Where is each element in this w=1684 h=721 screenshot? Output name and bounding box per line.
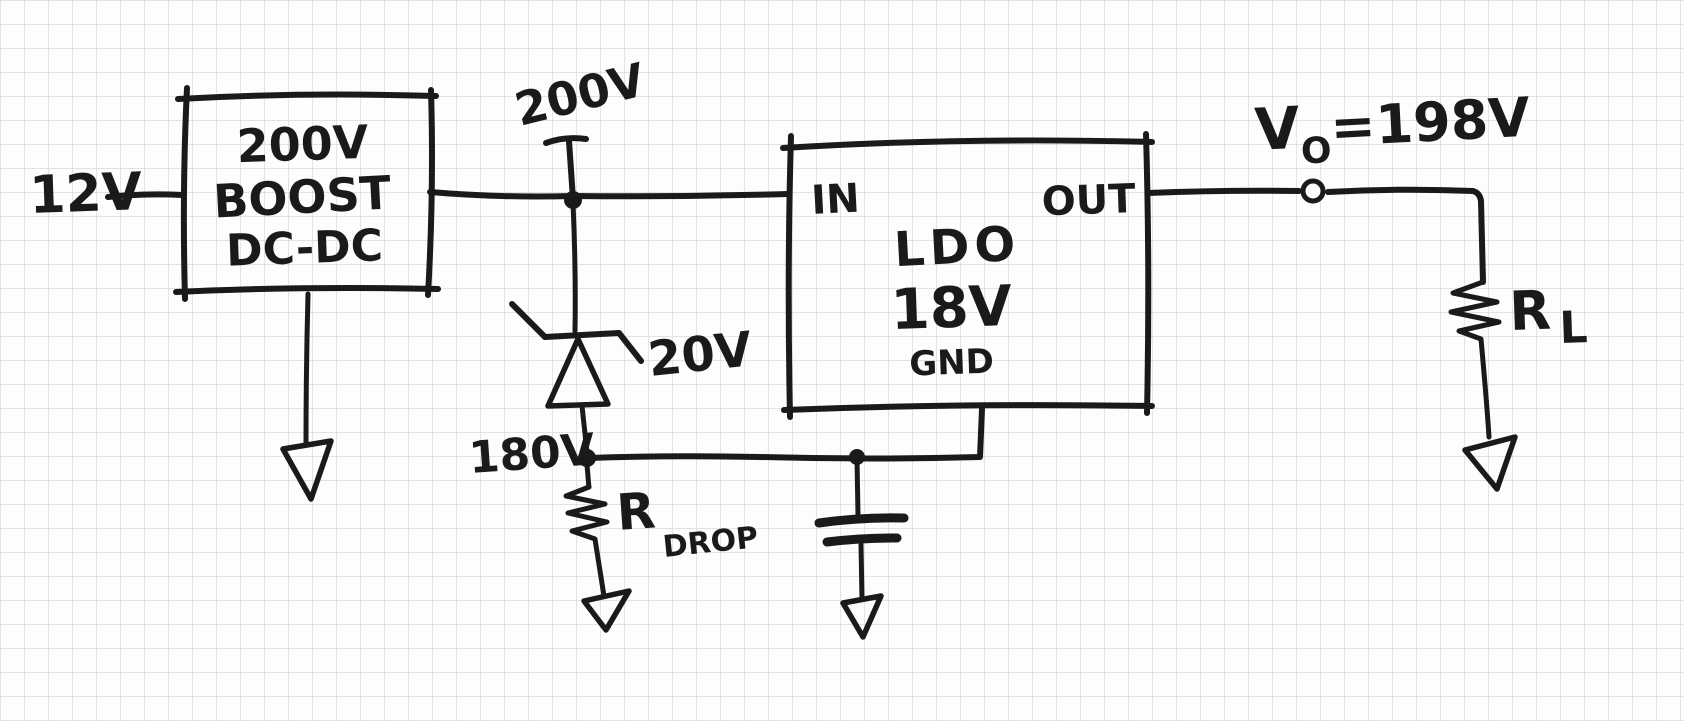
wire-output-to-load — [1325, 186, 1486, 285]
zener-anode-triangle — [545, 336, 611, 409]
zener-voltage-label: 20V — [645, 321, 754, 388]
ldo-box-left-edge — [785, 133, 794, 420]
boost-box-bottom-edge — [173, 285, 441, 295]
vout-value: =198V — [1329, 86, 1532, 159]
zener-cathode-tail-right — [616, 330, 644, 364]
zener-diode — [509, 200, 644, 455]
boost-converter-box — [173, 85, 441, 302]
ground-symbol-rload — [1462, 434, 1518, 492]
ldo-box — [780, 131, 1155, 420]
ldo-voltage-label: 18V — [890, 274, 1014, 343]
output-terminal-circle — [1300, 178, 1326, 204]
boost-box-left-edge — [180, 85, 190, 302]
rail-supply-tbar — [543, 135, 589, 146]
boost-box-top-edge — [175, 91, 439, 102]
rload-resistor — [1448, 279, 1502, 440]
rdrop-resistor — [563, 463, 610, 599]
capacitor-wire-bottom — [858, 541, 865, 602]
ldo-name-label: LDO — [893, 216, 1022, 279]
rail-supply-stub — [566, 138, 576, 202]
ground-symbol-rdrop — [581, 588, 632, 633]
capacitor-plate-bottom — [822, 533, 902, 547]
wire-ldo-gnd-to-180v — [586, 406, 985, 462]
ldo-box-top-edge — [780, 137, 1155, 151]
ground-symbol-capacitor — [840, 593, 884, 640]
ldo-pin-gnd-label: GND — [909, 342, 995, 385]
ldo-pin-in-label: IN — [810, 176, 861, 224]
rload-subscript-label: L — [1559, 302, 1589, 354]
ldo-pin-out-label: OUT — [1041, 176, 1137, 225]
zener-cathode-tail-left — [509, 301, 548, 340]
zener-wire-bottom — [579, 403, 590, 455]
rdrop-symbol-label: R — [615, 481, 657, 542]
junction-dot-rail — [564, 191, 582, 209]
drop-node-voltage-label: 180V — [467, 424, 596, 484]
vout-symbol: V — [1253, 94, 1301, 164]
ground-symbol-boost — [280, 438, 334, 502]
wire-input — [105, 191, 186, 200]
wire-ldo-out — [1145, 187, 1302, 196]
boost-label-line1: 200V — [236, 115, 370, 174]
ldo-box-right-edge — [1143, 131, 1152, 416]
ldo-box-bottom-edge — [781, 402, 1155, 413]
zener-wire-top — [570, 200, 578, 334]
capacitor-plate-top — [814, 513, 909, 528]
vout-subscript: O — [1300, 130, 1333, 173]
bypass-capacitor — [814, 456, 909, 602]
boost-label-line2: BOOST — [212, 165, 393, 228]
output-voltage-label: VO=198V — [1253, 82, 1532, 175]
zener-cathode-bar — [542, 330, 622, 340]
boost-label-line3: DC-DC — [225, 220, 384, 276]
capacitor-wire-top — [854, 456, 861, 518]
rload-symbol-label: R — [1508, 279, 1552, 343]
wire-boost-ground — [303, 291, 311, 446]
